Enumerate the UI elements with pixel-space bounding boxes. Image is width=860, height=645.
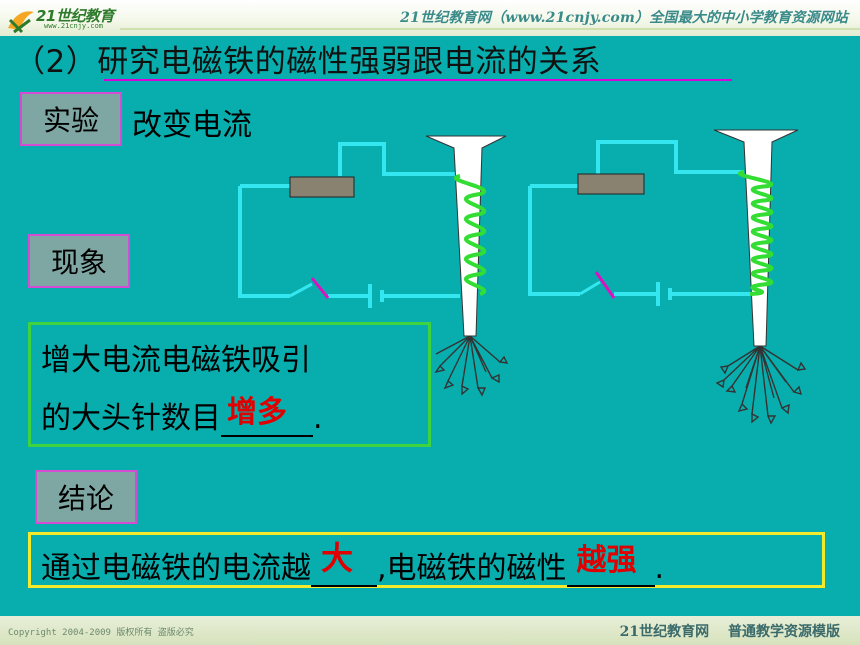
right-switch [579, 280, 601, 296]
logo-text: 21世纪教育 [36, 7, 114, 25]
left-coil [454, 174, 487, 296]
subtitle-underline [104, 79, 732, 81]
circuit-diagrams [238, 129, 807, 425]
right-pins [715, 345, 807, 425]
logo-icon [8, 11, 34, 34]
footer-brand: 21世纪教育网 普通教学资源模版 [619, 624, 840, 640]
conclusion-part3: . [654, 551, 665, 586]
header-divider [120, 28, 860, 30]
footer-bar: Copyright 2004-2009 版权所有 盗版必究 21世纪教育网 普通… [0, 616, 860, 645]
observation-suffix: . [313, 401, 323, 436]
conclusion-part1: 通过电磁铁的电流越 [41, 551, 311, 586]
conclusion-part2: ,电磁铁的磁性 [377, 551, 567, 586]
right-coil [738, 170, 774, 296]
conclusion-blank2: 越强 [566, 543, 655, 587]
slide-content: （2）研究电磁铁的磁性强弱跟电流的关系 实验 改变电流 [0, 36, 860, 616]
copyright-text: Copyright 2004-2009 版权所有 盗版必究 [8, 628, 194, 638]
logo-subtext: www.21cnjy.com [44, 22, 104, 30]
site-title: 21世纪教育网（www.21cnjy.com）全国最大的中小学教育资源网站 [400, 10, 848, 26]
observation-box: 增大电流电磁铁吸引 的大头针数目增多. [28, 322, 431, 447]
right-iron-core [713, 129, 799, 347]
left-circuit-wire [238, 186, 290, 298]
slide-subtitle: （2）研究电磁铁的磁性强弱跟电流的关系 [14, 44, 602, 80]
right-circuit-wire [528, 186, 580, 296]
header-bar: 21世纪教育 www.21cnjy.com 21世纪教育网（www.21cnjy… [0, 0, 860, 36]
left-circuit [238, 135, 509, 397]
conclusion-box: 通过电磁铁的电流越大 ,电磁铁的磁性越强. [28, 532, 825, 588]
observation-blank: 增多 [221, 395, 313, 437]
right-rheostat-lead [596, 140, 744, 174]
left-pins [434, 335, 509, 397]
conclusion-label: 结论 [35, 470, 137, 524]
observation-line2: 的大头针数目增多. [41, 393, 323, 437]
experiment-text: 改变电流 [132, 108, 252, 143]
left-switch [289, 282, 313, 298]
observation-line1: 增大电流电磁铁吸引 [41, 343, 311, 378]
experiment-label: 实验 [20, 92, 122, 146]
left-rheostat-lead [338, 142, 458, 176]
right-rheostat [577, 173, 645, 195]
conclusion-answer1: 大 [321, 539, 354, 577]
left-rheostat [289, 176, 355, 198]
observation-answer: 增多 [227, 395, 287, 430]
conclusion-text: 通过电磁铁的电流越大 ,电磁铁的磁性越强. [41, 539, 665, 587]
observation-prefix: 的大头针数目 [41, 401, 221, 436]
right-circuit [528, 129, 807, 425]
phenomenon-label: 现象 [28, 234, 130, 288]
conclusion-answer2: 越强 [576, 543, 637, 578]
conclusion-blank1: 大 [311, 539, 377, 587]
